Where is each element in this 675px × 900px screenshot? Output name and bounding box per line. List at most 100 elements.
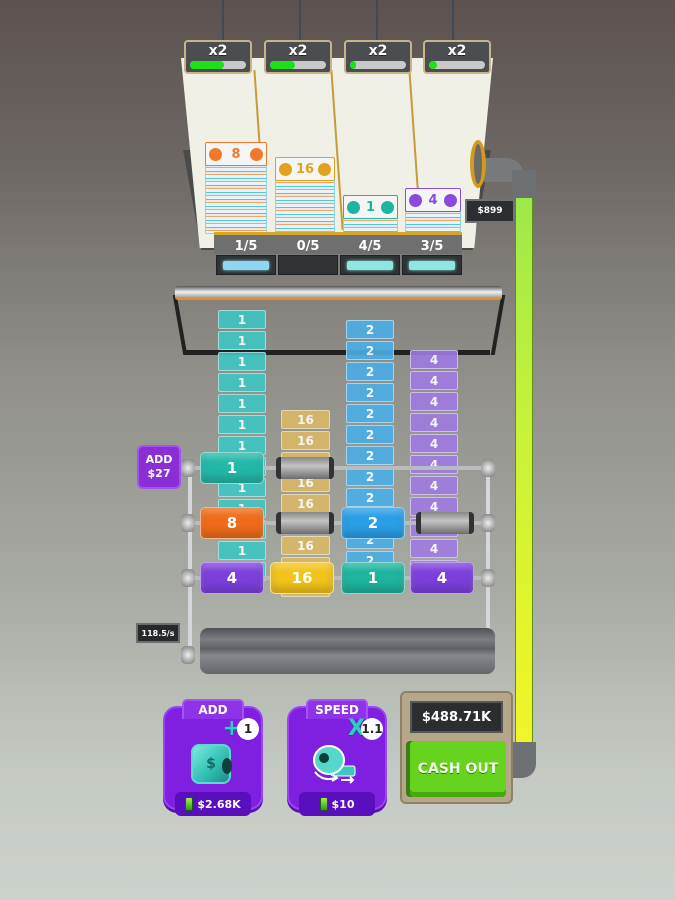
roller-denomination: 4 bbox=[436, 569, 448, 587]
bill-seal-icon bbox=[279, 163, 292, 176]
multiplier-tag[interactable]: x2 bbox=[344, 40, 412, 74]
multiplier-label: x2 bbox=[447, 43, 467, 59]
bill: 2 bbox=[346, 488, 394, 507]
money-roller[interactable]: 1 bbox=[341, 562, 405, 594]
bill: 4 bbox=[410, 476, 458, 495]
bill-seal-icon bbox=[318, 163, 331, 176]
money-roller[interactable]: 1 bbox=[200, 452, 264, 484]
badge-value: 1.1 bbox=[361, 718, 383, 740]
multiplier-progress-bar bbox=[429, 61, 485, 69]
pipe-balance-label: $899 bbox=[465, 199, 515, 223]
badge-operator: + bbox=[222, 716, 241, 741]
multiplier-tag[interactable]: x2 bbox=[423, 40, 491, 74]
price-text: $2.68K bbox=[197, 797, 241, 811]
bill: 2 bbox=[346, 425, 394, 444]
money-roller[interactable]: 2 bbox=[341, 507, 405, 539]
empty-roller-slot[interactable] bbox=[276, 512, 334, 534]
price-text: $10 bbox=[331, 797, 355, 811]
bill-seal-icon bbox=[250, 148, 263, 161]
multiplier-label: x2 bbox=[288, 43, 308, 59]
upgrade-badge: + 1 bbox=[223, 718, 259, 740]
speed-roll-icon bbox=[313, 745, 356, 784]
bill-seal-icon bbox=[381, 201, 394, 214]
bill: 16 bbox=[281, 410, 330, 429]
money-roller[interactable]: 4 bbox=[410, 562, 474, 594]
cash-out-button[interactable]: CASH OUT bbox=[410, 741, 506, 797]
tray-counter: 0/5 bbox=[296, 238, 320, 254]
bill: 2 bbox=[346, 446, 394, 465]
bill: 16 bbox=[281, 494, 330, 513]
upgrade-speed-card[interactable]: SPEED X 1.1 $10 bbox=[287, 699, 387, 816]
hanging-wire bbox=[222, 0, 224, 48]
roller-axle bbox=[186, 576, 492, 580]
light-bar bbox=[175, 286, 502, 300]
multiplier-tag[interactable]: x2 bbox=[264, 40, 332, 74]
add-roller-label: ADD bbox=[145, 453, 173, 466]
axle-knob bbox=[481, 459, 495, 477]
money-roll-icon: $ bbox=[191, 744, 232, 784]
money-roller[interactable]: 8 bbox=[200, 507, 264, 539]
multiplier-progress-bar bbox=[270, 61, 326, 69]
badge-operator: X bbox=[348, 716, 365, 741]
bill-denomination: 4 bbox=[428, 192, 438, 208]
empty-roller-slot[interactable] bbox=[416, 512, 474, 534]
cash-icon bbox=[319, 797, 328, 811]
axle-knob bbox=[181, 514, 195, 532]
multiplier-tag[interactable]: x2 bbox=[184, 40, 252, 74]
roller-denomination: 8 bbox=[226, 514, 238, 532]
bill-seal-icon bbox=[444, 194, 457, 207]
tray-counter: 1/5 bbox=[234, 238, 258, 254]
tray-row bbox=[214, 232, 462, 254]
bill: 2 bbox=[346, 404, 394, 423]
bill: 4 bbox=[410, 392, 458, 411]
tray-slot bbox=[278, 255, 338, 275]
multiplier-label: x2 bbox=[368, 43, 388, 59]
rack-rail-right bbox=[486, 460, 490, 660]
multiplier-progress-bar bbox=[350, 61, 406, 69]
bill-denomination: 8 bbox=[231, 146, 241, 162]
cash-icon bbox=[185, 797, 194, 811]
empty-roller-slot[interactable] bbox=[276, 457, 334, 479]
pipe-outlet-ring bbox=[470, 140, 486, 188]
bill: 16 bbox=[281, 431, 330, 450]
hanging-wire bbox=[452, 0, 454, 48]
tray-slot bbox=[402, 255, 462, 275]
money-roller[interactable]: 16 bbox=[270, 562, 334, 594]
roller-denomination: 16 bbox=[291, 569, 313, 587]
frame-post-right bbox=[490, 295, 506, 355]
frame-crossbar bbox=[185, 350, 490, 355]
bill: 1 bbox=[218, 373, 266, 392]
rack-rail-left bbox=[188, 460, 192, 660]
axle-knob bbox=[181, 569, 195, 587]
bill: 4 bbox=[410, 539, 458, 558]
cash-stack-top-bill: 4 bbox=[405, 188, 461, 212]
bill: 2 bbox=[346, 320, 394, 339]
money-roller[interactable]: 4 bbox=[200, 562, 264, 594]
bill: 4 bbox=[410, 371, 458, 390]
cash-stack-top-bill: 8 bbox=[205, 142, 267, 166]
tray-counter: 4/5 bbox=[358, 238, 382, 254]
bill: 4 bbox=[410, 455, 458, 474]
multiplier-progress-bar bbox=[190, 61, 246, 69]
bill: 1 bbox=[218, 331, 266, 350]
bill-seal-icon bbox=[347, 201, 360, 214]
add-roller-button[interactable]: ADD $27 bbox=[137, 445, 181, 489]
roller-axle bbox=[186, 466, 492, 470]
upgrade-title: SPEED bbox=[306, 699, 368, 719]
axle-knob bbox=[481, 569, 495, 587]
cash-stack bbox=[275, 175, 335, 234]
multiplier-progress-fill bbox=[350, 61, 356, 69]
bill: 2 bbox=[346, 362, 394, 381]
bill: 4 bbox=[410, 350, 458, 369]
bill: 1 bbox=[218, 541, 266, 560]
roller-denomination: 2 bbox=[367, 514, 379, 532]
balance-display: $488.71K bbox=[410, 701, 503, 733]
multiplier-progress-fill bbox=[429, 61, 438, 69]
upgrade-price: $10 bbox=[299, 792, 375, 816]
hanging-wire bbox=[299, 0, 301, 48]
bill: 4 bbox=[410, 434, 458, 453]
upgrade-add-card[interactable]: ADD + 1 $ $2.68K bbox=[163, 699, 263, 816]
cash-out-panel: $488.71K CASH OUT bbox=[400, 691, 513, 804]
tray-slot bbox=[216, 255, 276, 275]
multiplier-progress-fill bbox=[190, 61, 224, 69]
